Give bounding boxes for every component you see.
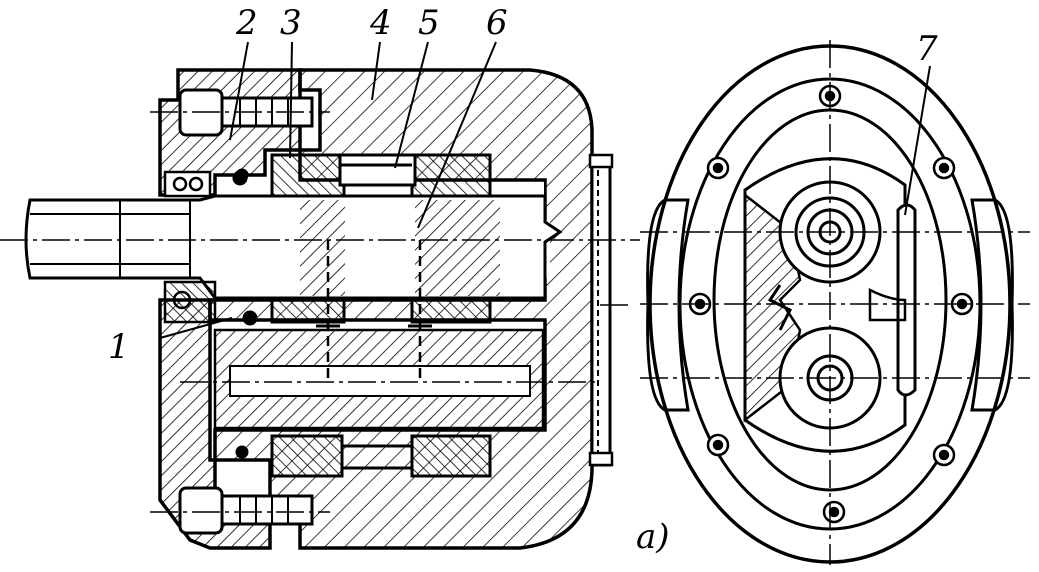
gear-tooth-slot-upper <box>338 153 417 187</box>
bottom-bolt <box>178 486 314 535</box>
groove-7 <box>896 203 917 397</box>
section-view <box>0 68 640 550</box>
view-label-a: a) <box>636 517 670 557</box>
callout-label-6: 6 <box>486 3 508 43</box>
bottom-bushing-right <box>410 434 492 478</box>
end-view <box>640 40 1030 565</box>
callout-label-3: 3 <box>280 3 302 43</box>
lower-bushing-right <box>410 298 492 324</box>
callout-label-5: 5 <box>418 3 440 43</box>
callout-label-7: 7 <box>916 29 938 69</box>
bottom-bushing-left <box>270 434 344 478</box>
rear-cover <box>590 158 612 467</box>
gear-cavity <box>743 157 907 453</box>
lower-bushing-left <box>270 298 346 324</box>
callout-label-1: 1 <box>108 327 130 367</box>
callout-label-2: 2 <box>236 3 258 43</box>
leader-lines <box>159 41 931 339</box>
housing-body <box>208 68 594 550</box>
callout-label-4: 4 <box>370 3 392 43</box>
